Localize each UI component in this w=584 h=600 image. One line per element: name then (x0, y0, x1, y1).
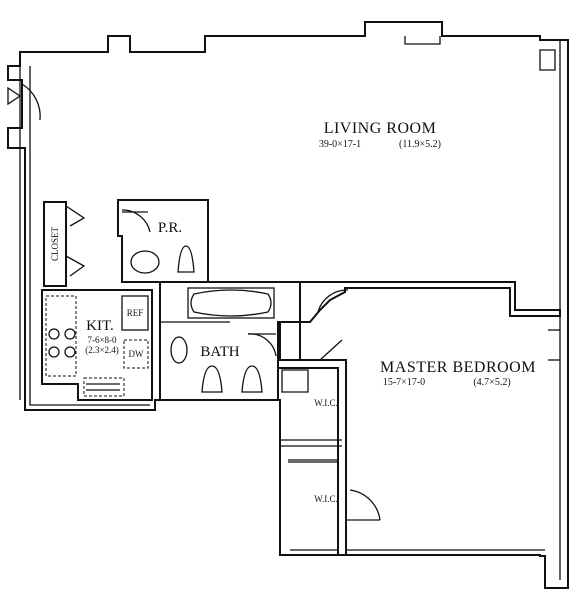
powder-room-label: P.R. (158, 220, 182, 236)
closet (43, 201, 86, 287)
kitchen-label: KIT. (86, 318, 114, 334)
living-room-dims-imperial: 39-0×17-1 (319, 139, 361, 150)
closet-label: CLOSET (50, 227, 60, 262)
master-bedroom-dims-imperial: 15-7×17-0 (383, 377, 425, 388)
living-room-dims-metric: (11.9×5.2) (399, 139, 441, 150)
master-bedroom-dims-metric: (4.7×5.2) (473, 377, 510, 388)
kitchen-dims-imperial: 7-6×8-0 (87, 335, 117, 345)
wic-1-label: W.I.C. (314, 398, 337, 408)
kitchen (41, 289, 153, 401)
dishwasher-label: DW (129, 349, 144, 359)
living-room-label: LIVING ROOM (324, 120, 437, 137)
wic-2-label: W.I.C. (314, 494, 337, 504)
powder-room (117, 199, 209, 283)
bath (159, 281, 301, 401)
refrigerator-label: REF (127, 308, 144, 318)
bath-label: BATH (200, 344, 239, 360)
master-bedroom-label: MASTER BEDROOM (380, 359, 536, 376)
entry-door (7, 83, 41, 122)
kitchen-dims-metric: (2.3×2.4) (85, 345, 119, 355)
